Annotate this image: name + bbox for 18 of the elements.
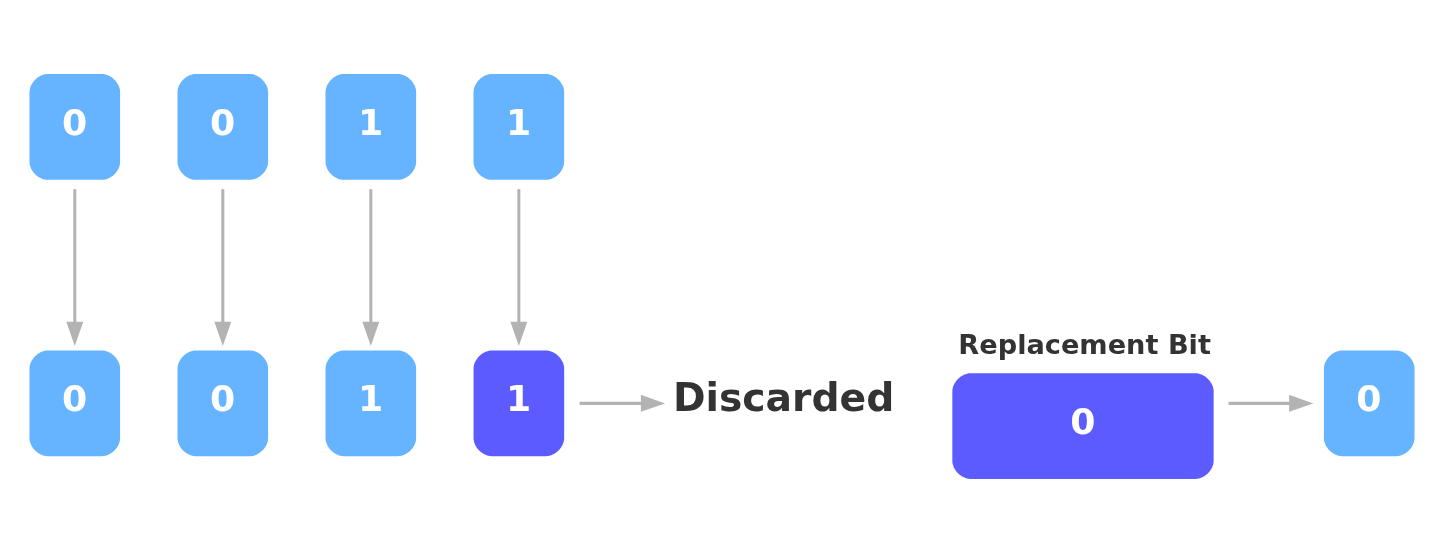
node-box: 0 [177,73,269,180]
arrow [362,188,380,346]
arrow [579,394,666,412]
node-box: 1 [473,350,565,456]
node-box: 0 [952,372,1214,479]
node-label: Replacement Bit [958,328,1211,360]
node-box: 0 [177,350,269,456]
node-box: 1 [473,73,565,180]
node-box: 0 [29,350,121,456]
node-box: 0 [1323,350,1415,456]
node-text: Discarded [672,374,895,420]
arrow [1228,394,1314,412]
node-box: 0 [29,73,121,180]
node-box: 1 [325,73,417,180]
arrow [510,188,528,346]
arrow [66,188,84,346]
node-box: 1 [325,350,417,456]
arrow [214,188,232,346]
